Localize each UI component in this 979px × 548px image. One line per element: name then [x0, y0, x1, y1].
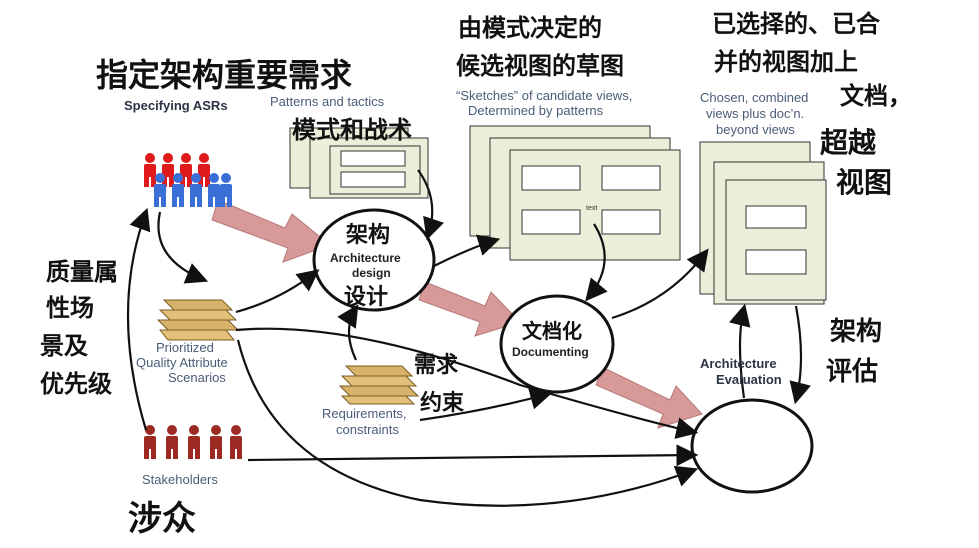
label-sketches-line1: “Sketches” of candidate views,: [456, 88, 632, 103]
arrow-asr-to-scenarios: [157, 211, 209, 284]
asr-people-group: [144, 153, 232, 207]
arrow-scenarios-to-design: [235, 269, 320, 314]
annotation-quality-line1: 质量属: [46, 258, 118, 286]
label-sketches-line2: Determined by patterns: [468, 103, 604, 118]
label-arch-eval-line2: Evaluation: [716, 372, 782, 387]
label-chosen-line3: beyond views: [716, 122, 795, 137]
annotation-stakeholders: 涉众: [128, 499, 196, 539]
arrow-design-to-sketches: [433, 234, 501, 267]
annotation-evaluation-line1: 架构: [830, 317, 882, 347]
arrow-evaluation-to-chosen: [729, 303, 751, 399]
arrow-stakeholders-to-asr: [126, 207, 151, 431]
big-arrows: [211, 199, 703, 429]
arrow-sketches-to-documenting: [585, 223, 608, 302]
arrow-chosen-to-evaluation: [789, 305, 811, 405]
sketch-text-label: text: [586, 205, 597, 212]
design-node: [312, 208, 436, 312]
annotation-requirements-line1: 需求: [414, 353, 458, 378]
label-requirements-line1: Requirements,: [322, 406, 407, 421]
label-chosen-line1: Chosen, combined: [700, 90, 808, 105]
sketch-cards: text: [469, 125, 681, 261]
arrow-scenarios-to-evaluation-curve: [236, 339, 699, 507]
evaluation-node: [690, 398, 814, 494]
arrow-stakeholders-to-evaluation: [247, 444, 699, 467]
design-title-line1: Architecture: [330, 251, 401, 265]
connectors: [126, 169, 811, 507]
documenting-node: [499, 294, 615, 394]
label-patterns-tactics: Patterns and tactics: [270, 94, 385, 109]
annotation-asr: 指定架构重要需求: [96, 56, 352, 94]
annotation-evaluation-line2: 评估: [826, 357, 878, 387]
label-prioritized-line1: Prioritized: [156, 340, 214, 355]
label-prioritized-line2: Quality Attribute: [136, 355, 228, 370]
annotation-chosen-line2: 并的视图加上: [714, 48, 858, 76]
quality-scenarios-stack: [156, 299, 240, 341]
arrow-requirements-to-documenting: [419, 388, 553, 422]
arrow-documenting-to-chosen: [611, 248, 709, 320]
label-prioritized-line3: Scenarios: [168, 370, 226, 385]
chosen-cards: [699, 141, 827, 305]
arrow-scenarios-to-evaluation: [235, 327, 699, 439]
big-arrow-asr-to-design: [211, 199, 331, 263]
annotation-sketch-line2: 候选视图的草图: [456, 52, 624, 80]
annotation-quality-line4: 优先级: [40, 370, 112, 398]
label-requirements-line2: constraints: [336, 422, 399, 437]
label-arch-eval-line1: Architecture: [700, 356, 777, 371]
annotation-pattern: 模式和战术: [292, 116, 412, 144]
annotation-documenting: 文档化: [522, 319, 582, 343]
annotation-sketch-line1: 由模式决定的: [458, 14, 602, 42]
requirements-stack: [338, 365, 420, 405]
arrow-requirements-to-design: [337, 304, 359, 361]
design-title-line2: design: [352, 266, 391, 280]
big-arrow-design-to-documenting: [418, 281, 521, 337]
annotation-design-top: 架构: [346, 222, 390, 248]
annotation-beyond-line1: 超越: [820, 126, 877, 159]
annotation-quality-line2: 性场: [46, 294, 94, 322]
documenting-title: Documenting: [512, 345, 589, 359]
annotation-beyond-line2: 视图: [836, 166, 892, 199]
patterns-cards: [289, 127, 429, 199]
arrow-patterns-to-design: [417, 169, 444, 241]
stakeholders-people-group: [144, 425, 242, 459]
label-stakeholders: Stakeholders: [142, 472, 218, 487]
annotation-quality-line3: 景及: [40, 332, 88, 360]
annotation-requirements-line2: 约束: [420, 390, 465, 416]
label-specifying-asrs: Specifying ASRs: [124, 98, 228, 113]
annotation-design-bottom: 设计: [344, 285, 388, 310]
annotation-chosen-line3: 文档，: [840, 82, 912, 110]
annotation-chosen-line1: 已选择的、已合: [712, 10, 881, 38]
label-chosen-line2: views plus doc’n.: [706, 106, 804, 121]
big-arrow-documenting-to-evaluation: [595, 366, 703, 429]
